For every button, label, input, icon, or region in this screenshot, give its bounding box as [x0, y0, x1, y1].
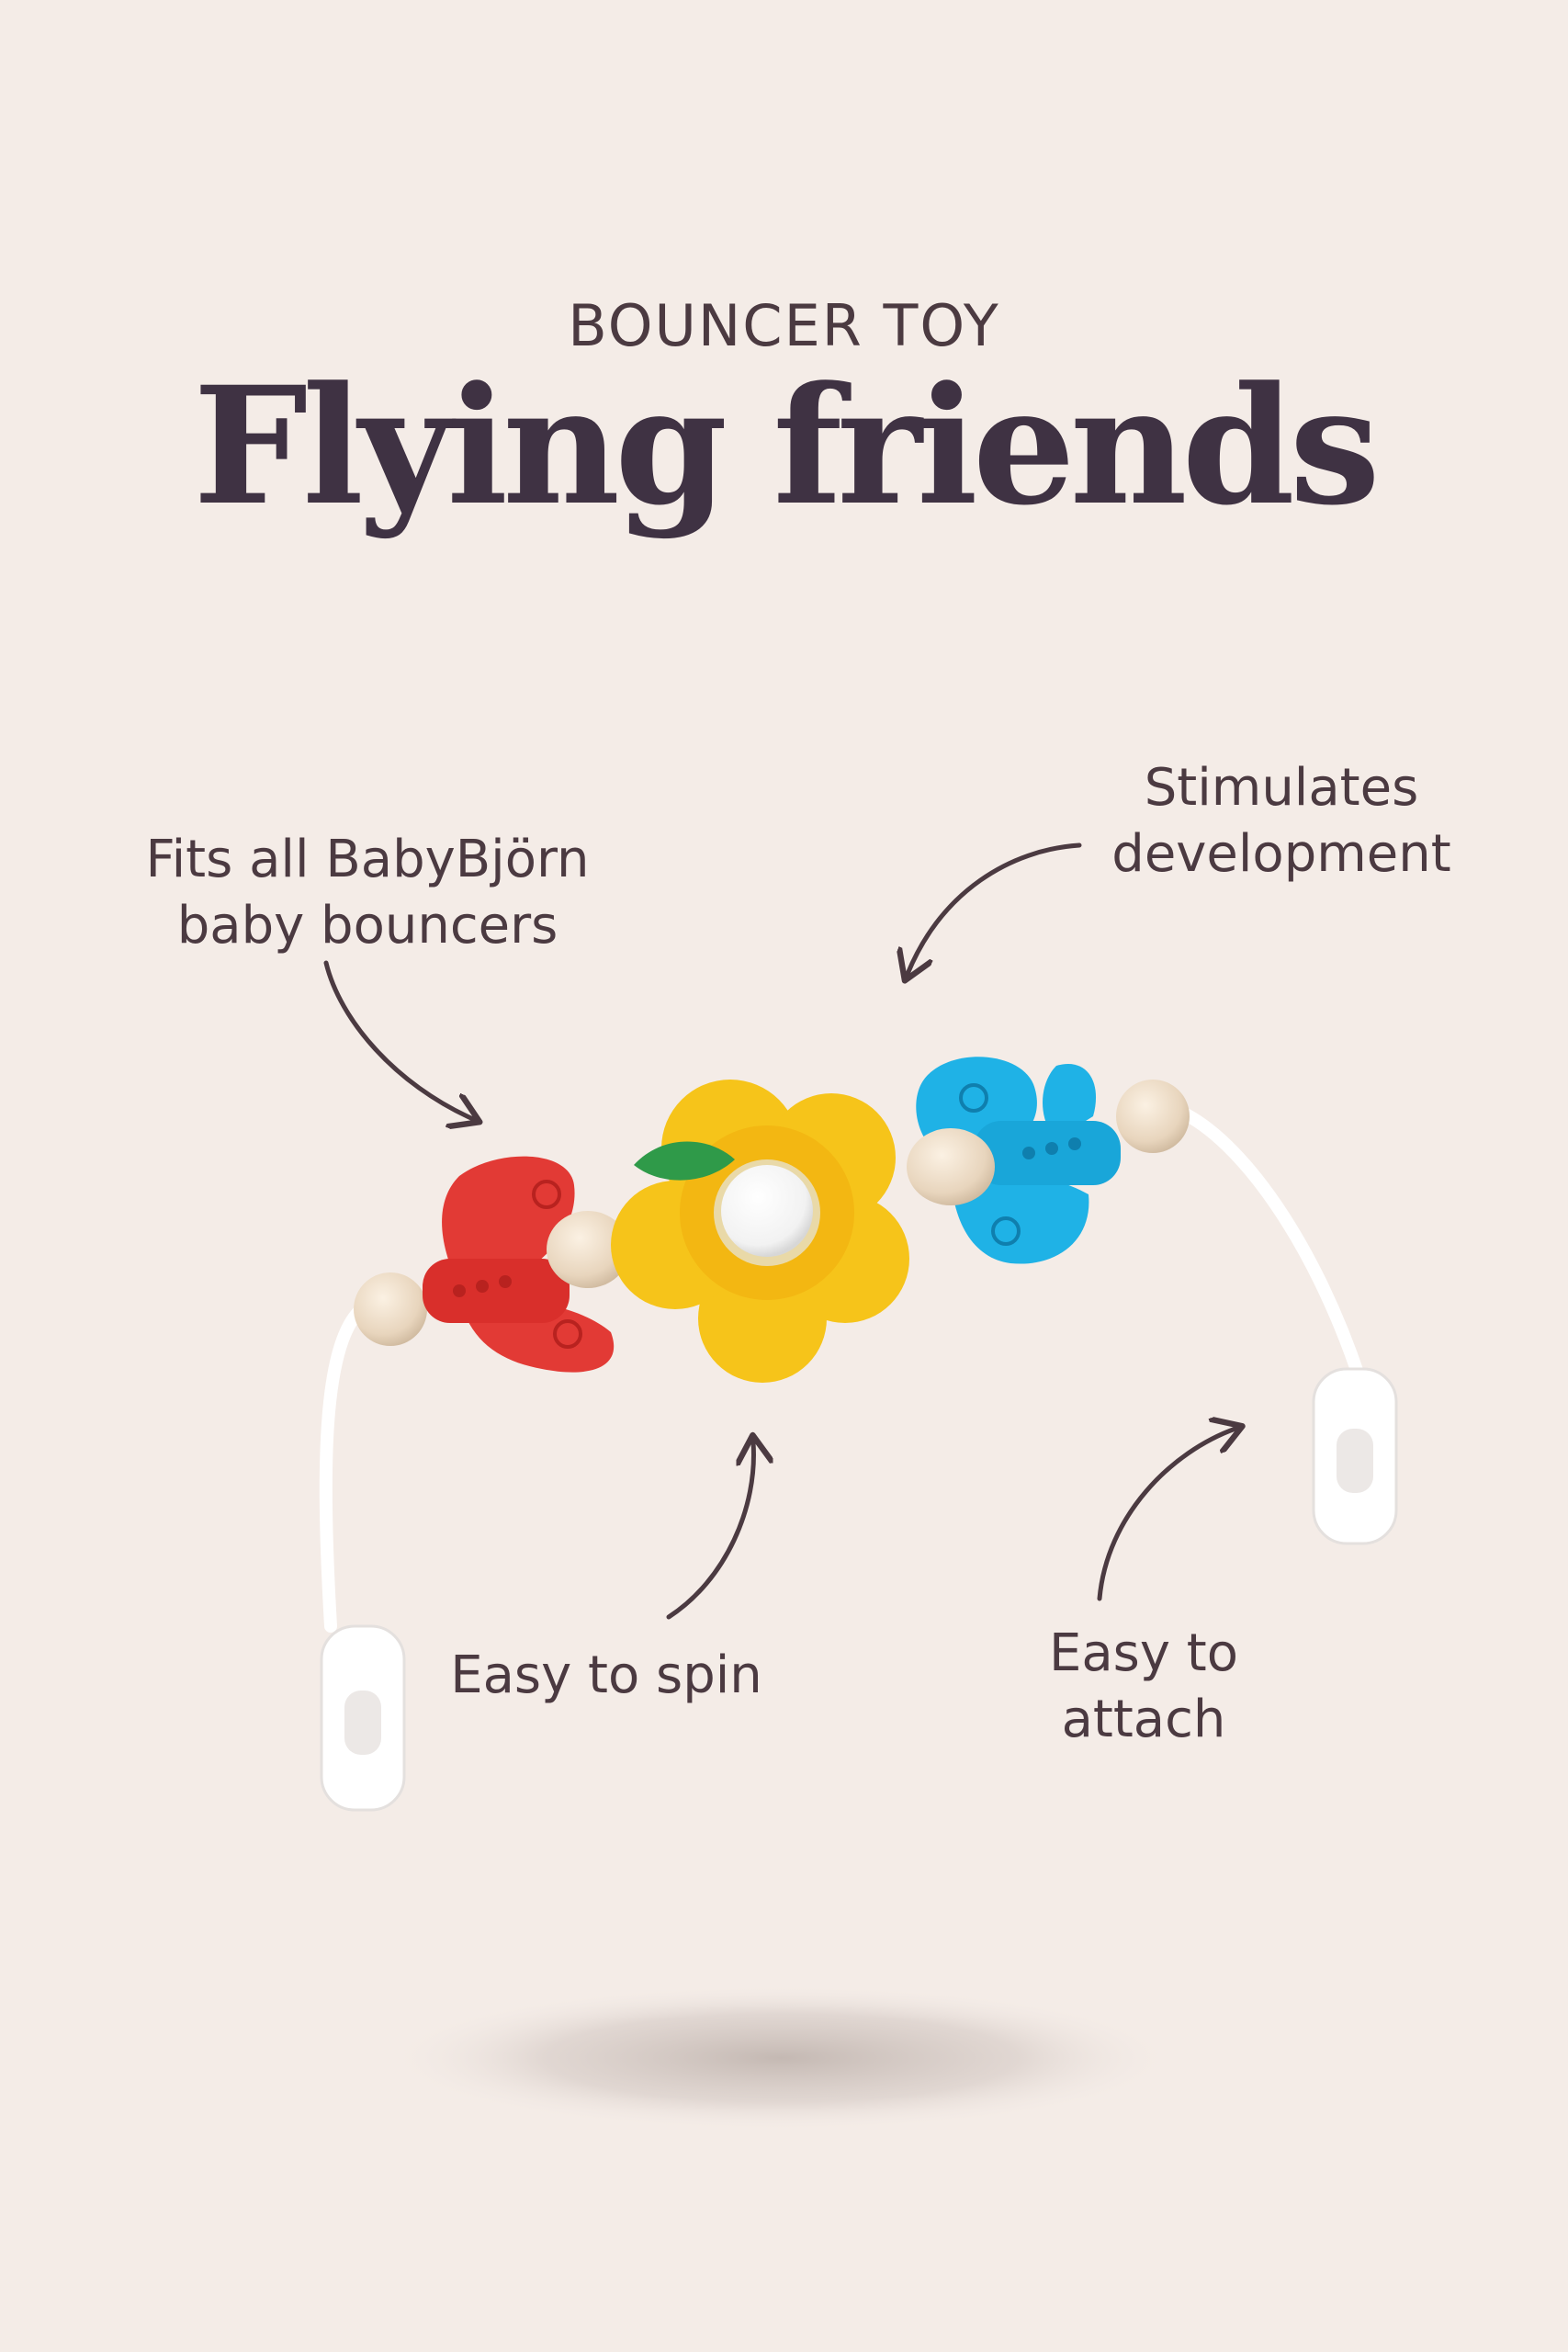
page-title: Flying friends — [193, 351, 1381, 541]
wood-bead-blue — [907, 1128, 995, 1205]
wood-bead-right — [1116, 1080, 1190, 1153]
curved-arrow-icon — [666, 1442, 753, 1620]
wood-bead-left — [354, 1272, 427, 1346]
callout-text: Easy to spin — [450, 1645, 762, 1705]
right-wire — [1174, 1105, 1366, 1385]
callout-text: Easy to — [1048, 1623, 1239, 1683]
curved-arrow-icon — [908, 842, 1082, 974]
wood-bead-red — [547, 1211, 629, 1288]
callout-fits-all-bouncers: Fits all BabyBjörn baby bouncers — [101, 827, 634, 959]
left-clip-icon — [320, 1624, 406, 1812]
callout-easy-to-attach: Easy to attach — [1020, 1621, 1268, 1753]
eyebrow-label: BOUNCER TOY — [568, 292, 1000, 359]
callout-text: Fits all BabyBjörn — [145, 830, 590, 889]
callout-text: Stimulates — [1144, 758, 1419, 818]
curved-arrow-icon — [323, 960, 473, 1119]
callout-stimulates-development: Stimulates development — [1075, 755, 1488, 888]
callout-text: baby bouncers — [176, 896, 558, 956]
callout-text: development — [1111, 824, 1451, 884]
left-wire — [319, 1298, 374, 1633]
curved-arrow-icon — [1097, 1429, 1235, 1601]
callout-text: attach — [1061, 1690, 1226, 1749]
right-clip-icon — [1312, 1367, 1398, 1545]
callout-easy-to-spin: Easy to spin — [427, 1643, 785, 1709]
yellow-flower-icon — [611, 1080, 909, 1383]
red-butterfly-icon — [423, 1156, 615, 1373]
floor-shadow — [386, 1984, 1176, 2132]
